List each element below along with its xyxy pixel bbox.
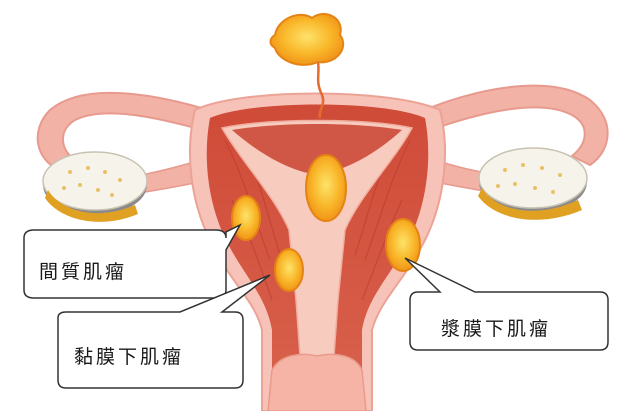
label-subserosal-fibroid: 漿膜下肌瘤 [441, 314, 551, 341]
ovary-left [43, 152, 147, 222]
cervix [268, 354, 366, 411]
label-submucosal-fibroid: 黏膜下肌瘤 [74, 342, 184, 369]
interstitial-fibroid [232, 196, 260, 240]
label-interstitial-fibroid: 間質肌瘤 [39, 257, 127, 284]
submucosal-fibroid [275, 249, 303, 291]
ovary-right [478, 148, 587, 220]
fibroid-fundus [306, 155, 346, 221]
